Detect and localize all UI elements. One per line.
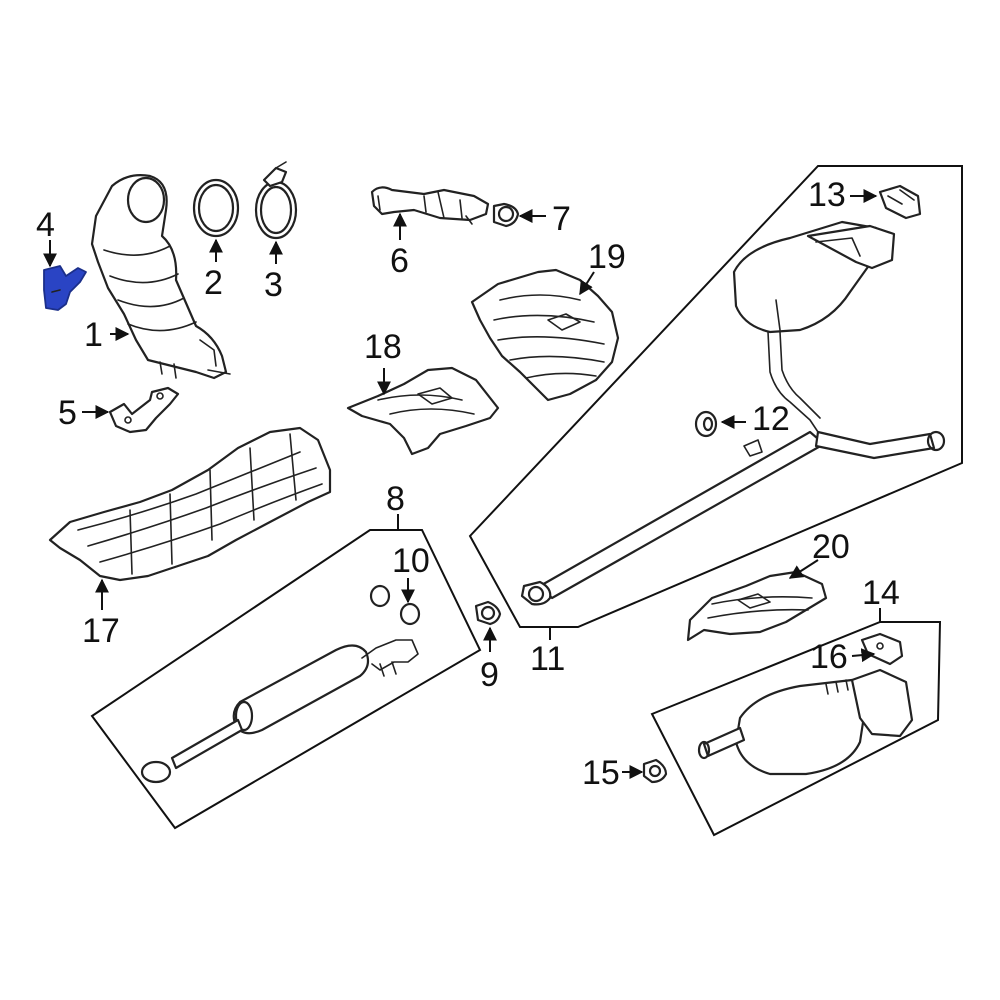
rear-muffler-assembly-part-11[interactable] — [520, 220, 946, 606]
gasket-part-15[interactable] — [642, 758, 668, 784]
callout-7: 7 — [552, 200, 571, 238]
callout-1: 1 — [84, 316, 103, 354]
group-box-8 — [90, 529, 482, 830]
leader-19 — [579, 271, 595, 296]
bracket-part-16[interactable] — [860, 632, 904, 666]
callout-4: 4 — [36, 206, 55, 244]
group-box-11 — [468, 165, 963, 628]
leader-20 — [788, 559, 819, 579]
highlighted-bracket-shape — [43, 265, 87, 311]
callout-10: 10 — [392, 542, 430, 580]
gasket-part-7[interactable] — [492, 202, 520, 228]
rubber-hanger-part-12[interactable] — [694, 410, 718, 438]
callout-2: 2 — [204, 264, 223, 302]
bracket-part-4[interactable] — [43, 265, 87, 311]
heat-shield-part-17[interactable] — [48, 426, 332, 582]
callout-19: 19 — [588, 238, 626, 276]
front-pipe-part-6[interactable] — [370, 186, 490, 225]
callout-6: 6 — [390, 242, 409, 280]
heat-shield-part-19[interactable] — [470, 268, 620, 402]
callout-17: 17 — [82, 612, 120, 650]
callout-9: 9 — [480, 656, 499, 694]
callout-8: 8 — [386, 480, 405, 518]
callout-12: 12 — [752, 400, 790, 438]
leader-16 — [851, 648, 876, 663]
clamp-part-3[interactable] — [254, 161, 298, 240]
muffler-part-14[interactable] — [697, 668, 914, 776]
bracket-part-5[interactable] — [108, 386, 180, 434]
gasket-part-9[interactable] — [474, 600, 502, 626]
group-box-14 — [650, 621, 942, 837]
bracket-part-13[interactable] — [878, 184, 922, 220]
center-muffler-part-8[interactable] — [140, 639, 419, 784]
callout-16: 16 — [810, 638, 848, 676]
bracket-hole — [51, 289, 61, 293]
callout-18: 18 — [364, 328, 402, 366]
callout-20: 20 — [812, 528, 850, 566]
callout-13: 13 — [808, 176, 846, 214]
heat-shield-part-18[interactable] — [346, 366, 500, 456]
gasket-part-2[interactable] — [192, 178, 240, 238]
callout-14: 14 — [862, 574, 900, 612]
callout-5: 5 — [58, 394, 77, 432]
callout-15: 15 — [582, 754, 620, 792]
callout-11: 11 — [530, 640, 565, 678]
callout-3: 3 — [264, 266, 283, 304]
heat-shield-part-20[interactable] — [686, 570, 828, 642]
rubber-hanger-part-10[interactable] — [369, 584, 421, 626]
catalytic-converter-part-1[interactable] — [90, 174, 231, 380]
